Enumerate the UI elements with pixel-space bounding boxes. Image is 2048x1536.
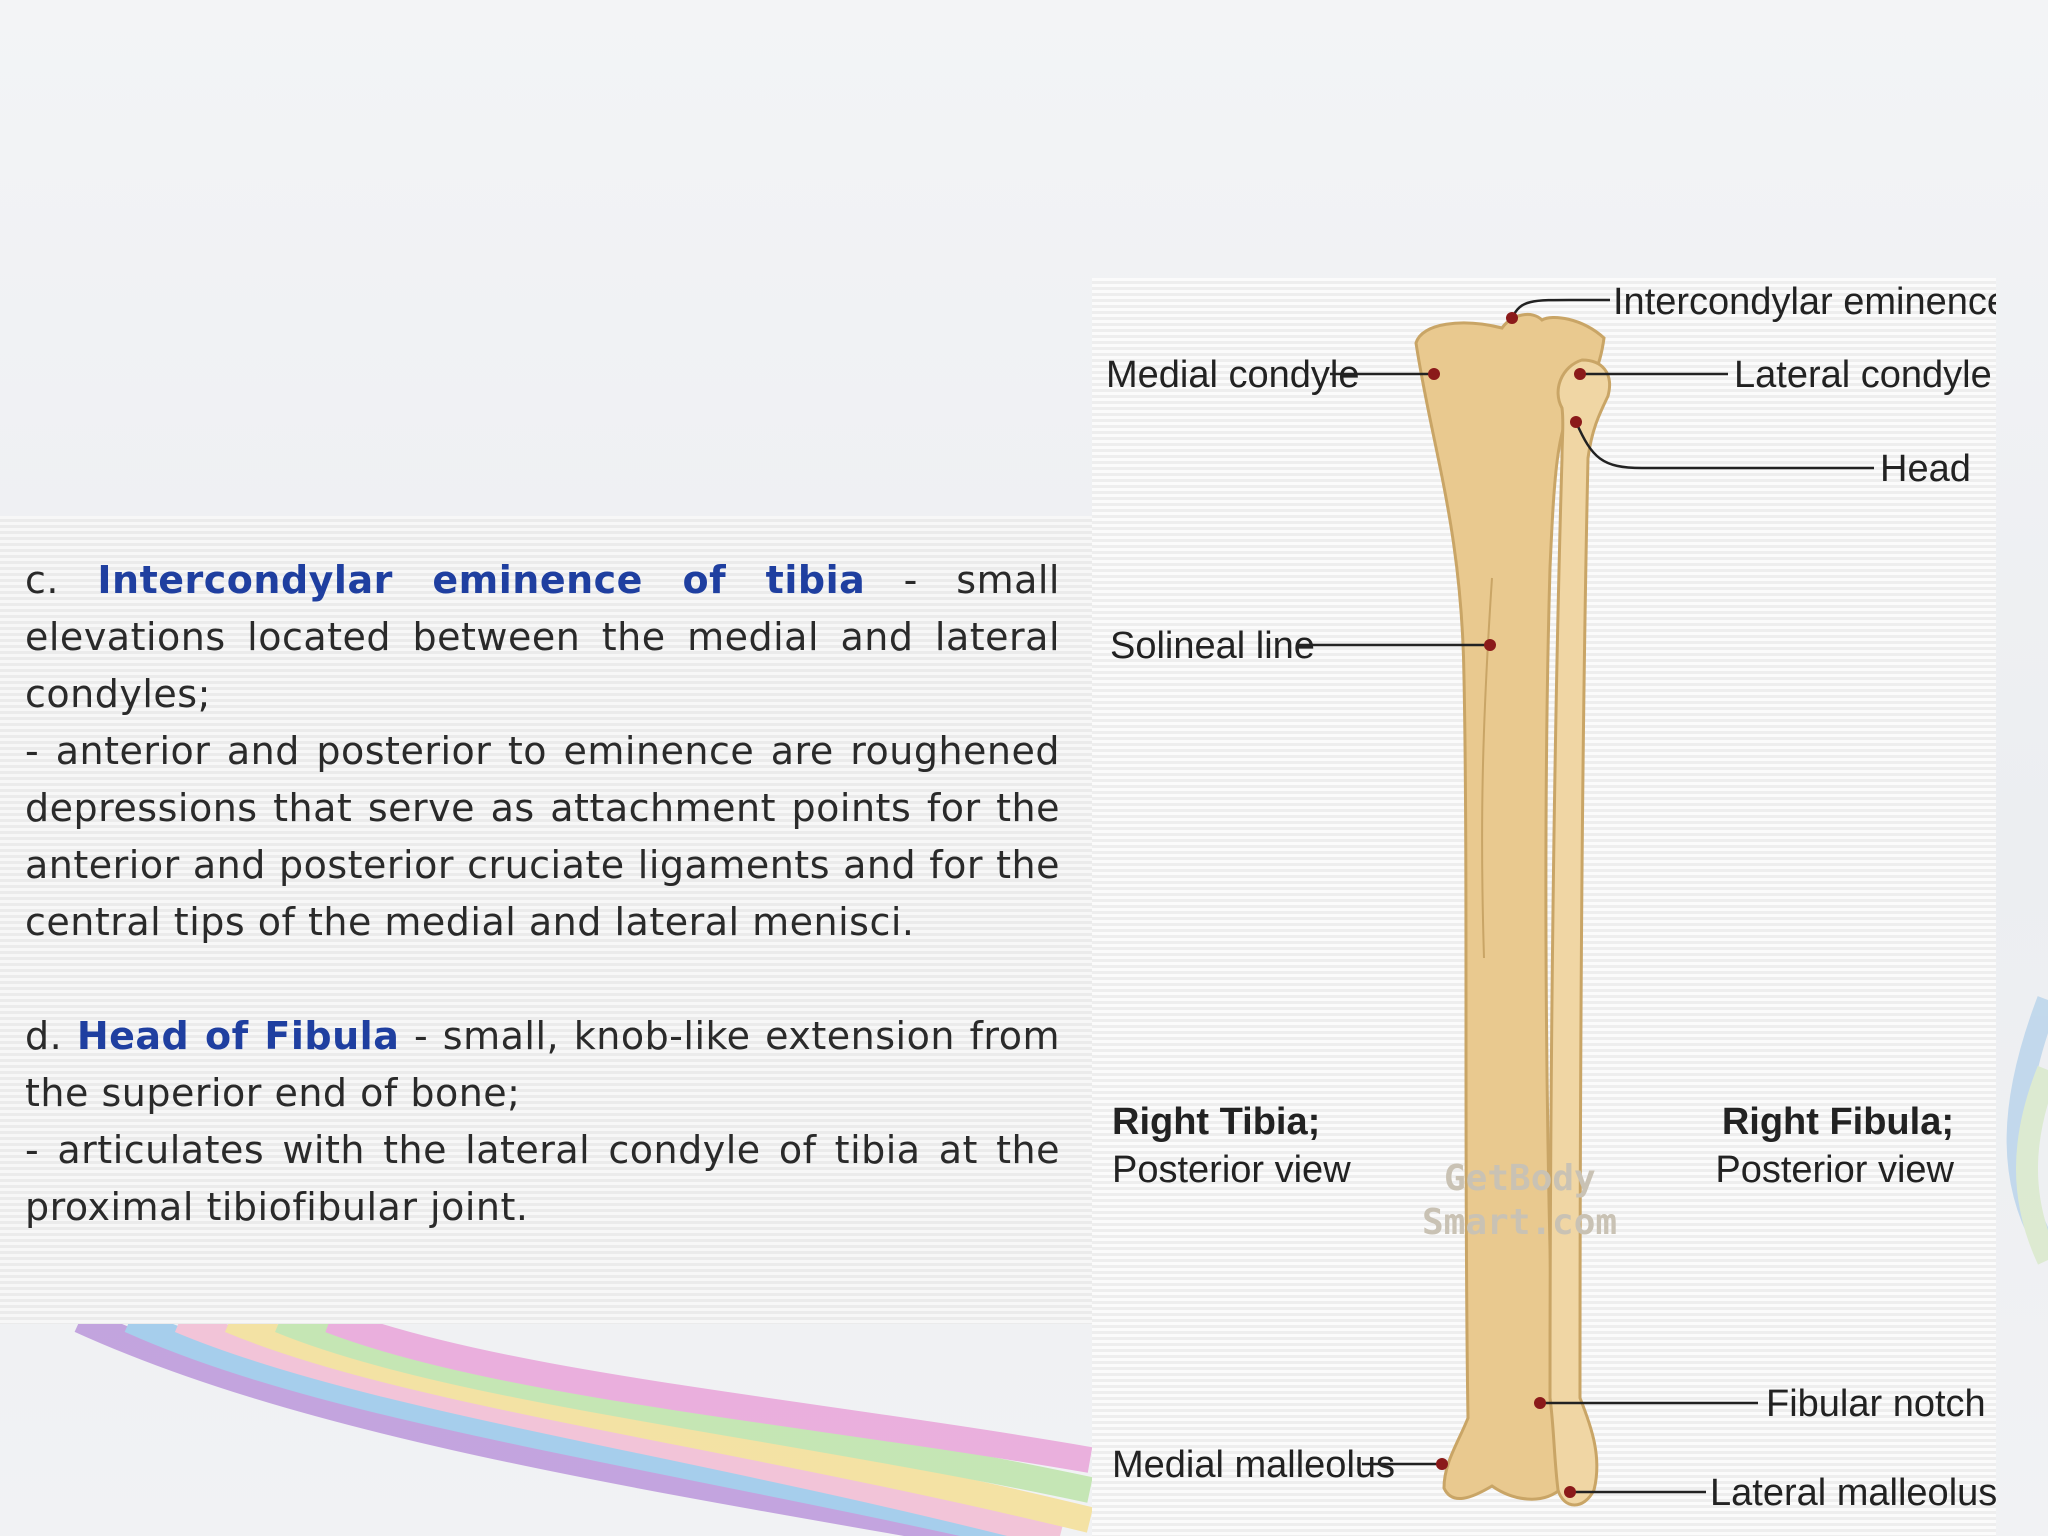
anatomy-figure: Intercondylar eminence Medial condyle La…: [1092, 278, 1996, 1536]
label-solineal-line: Solineal line: [1110, 625, 1315, 667]
watermark-line2: Smart.com: [1422, 1202, 1617, 1243]
section-c-letter: c.: [25, 558, 59, 602]
caption-fibula-view: Posterior view: [1715, 1149, 1954, 1191]
marker-intercondylar: [1506, 312, 1518, 324]
text-block: c. Intercondylar eminence of tibia - sma…: [25, 552, 1060, 1236]
text-panel: [0, 516, 1092, 1324]
caption-tibia-view: Posterior view: [1112, 1149, 1351, 1191]
label-fibular-notch: Fibular notch: [1766, 1383, 1986, 1425]
section-d-desc: d. Head of Fibula - small, knob-like ext…: [25, 1008, 1060, 1122]
label-lateral-malleolus: Lateral malleolus: [1710, 1472, 1996, 1514]
section-d-extra: - articulates with the lateral condyle o…: [25, 1128, 1060, 1229]
section-d-letter: d.: [25, 1014, 63, 1058]
marker-head: [1570, 416, 1582, 428]
caption-tibia-title: Right Tibia;: [1112, 1101, 1320, 1143]
section-c-desc: c. Intercondylar eminence of tibia - sma…: [25, 552, 1060, 723]
marker-medial-malleolus: [1436, 1458, 1448, 1470]
section-c-extra: - anterior and posterior to eminence are…: [25, 729, 1060, 944]
marker-lateral-condyle: [1574, 368, 1586, 380]
label-head: Head: [1880, 448, 1971, 490]
label-medial-malleolus: Medial malleolus: [1112, 1444, 1395, 1486]
label-lateral-condyle: Lateral condyle: [1734, 354, 1992, 396]
marker-solineal: [1484, 639, 1496, 651]
tibia-fibula-diagram: Intercondylar eminence Medial condyle La…: [1106, 281, 1996, 1514]
watermark-line1: GetBody: [1444, 1158, 1596, 1199]
section-d-text: - small, knob-like extension from the su…: [25, 1014, 1060, 1115]
marker-lateral-malleolus: [1564, 1486, 1576, 1498]
fibula-bone: [1548, 358, 1611, 1507]
label-intercondylar-eminence: Intercondylar eminence: [1613, 281, 1996, 323]
section-c-term: Intercondylar eminence of tibia: [97, 558, 866, 602]
caption-fibula-title: Right Fibula;: [1722, 1101, 1954, 1143]
label-medial-condyle: Medial condyle: [1106, 354, 1359, 396]
marker-fibular-notch: [1534, 1397, 1546, 1409]
marker-medial-condyle: [1428, 368, 1440, 380]
section-c-text: - small elevations located between the m…: [25, 558, 1060, 716]
section-d-term: Head of Fibula: [76, 1014, 400, 1058]
